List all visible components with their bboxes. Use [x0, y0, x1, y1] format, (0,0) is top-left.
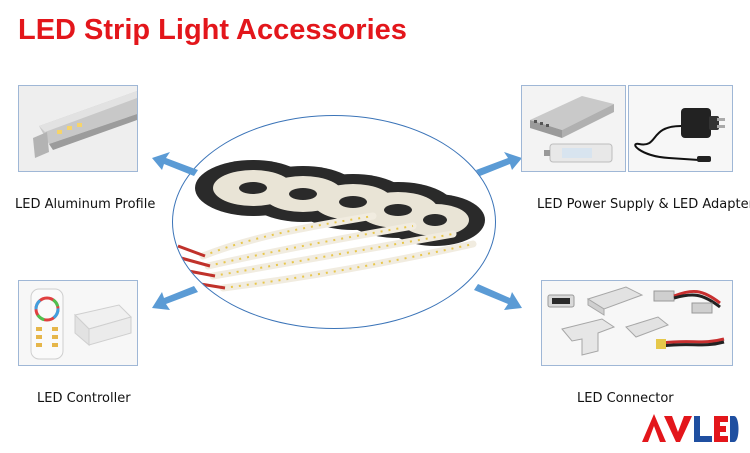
power-supply-image: [521, 85, 626, 172]
arrow-to-power: [476, 152, 522, 176]
avled-logo: [640, 410, 740, 446]
arrow-to-connector: [474, 284, 522, 310]
caption-connector: LED Connector: [577, 391, 674, 406]
arrow-to-controller: [152, 286, 198, 310]
caption-profile: LED Aluminum Profile: [15, 197, 156, 212]
led-adapter-image: [628, 85, 733, 172]
led-connector-image: [541, 280, 733, 366]
led-strip-reels-image: [172, 115, 496, 329]
led-controller-image: [18, 280, 138, 366]
caption-controller: LED Controller: [37, 391, 131, 406]
page-title: LED Strip Light Accessories: [18, 14, 407, 46]
arrow-to-profile: [152, 152, 198, 176]
caption-power: LED Power Supply & LED Adapter: [537, 197, 750, 212]
aluminum-profile-image: [18, 85, 138, 172]
